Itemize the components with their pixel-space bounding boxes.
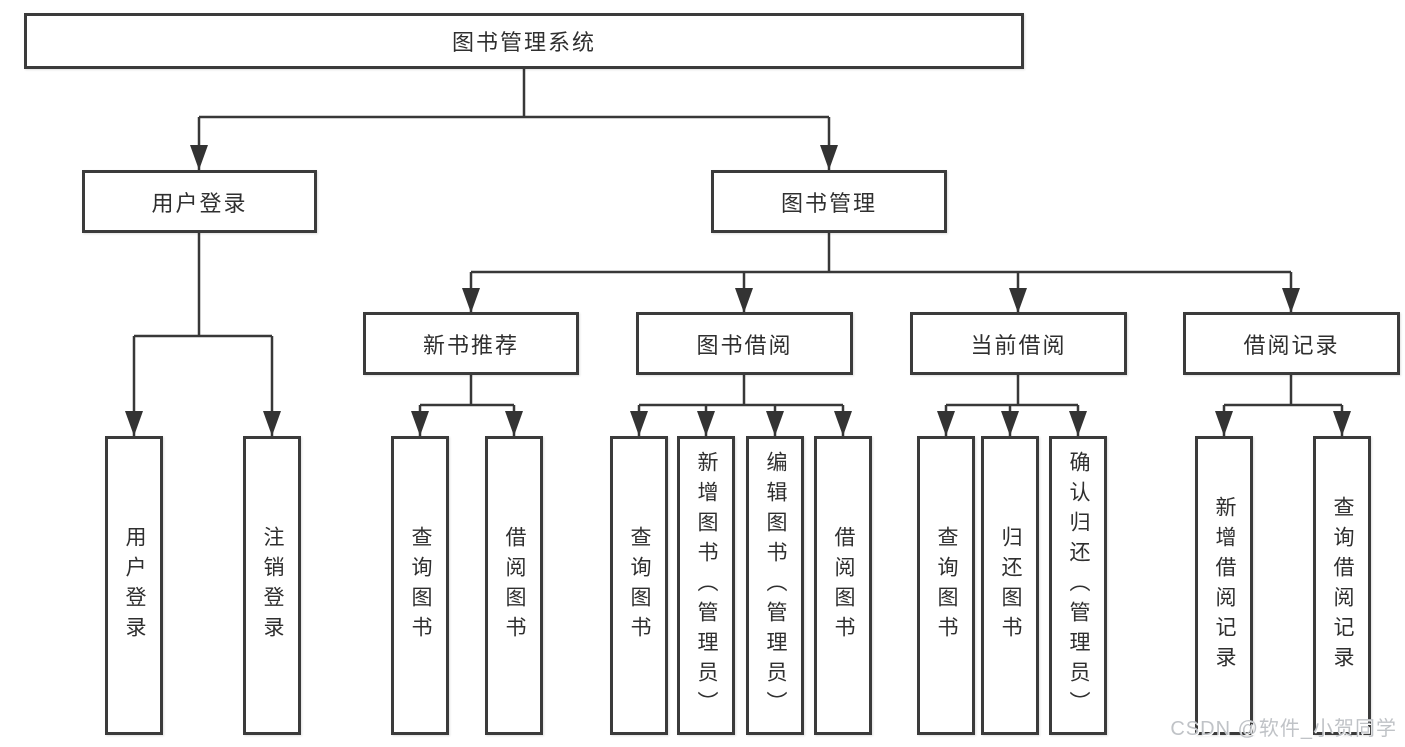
leaf-query-books-newbook: 查询图书 (391, 436, 449, 735)
leaf-borrow-books-borrowing: 借阅图书 (814, 436, 872, 735)
leaf-add-borrow-record: 新增借阅记录 (1195, 436, 1253, 735)
arrow-icon (735, 288, 753, 313)
leaf-confirm-return-admin: 确认归还（管理员） (1049, 436, 1107, 735)
node-borrowing-records: 借阅记录 (1183, 312, 1400, 375)
arrow-icon (1333, 411, 1351, 436)
arrow-icon (1215, 411, 1233, 436)
arrow-icon (697, 411, 715, 436)
arrow-icon (1009, 288, 1027, 313)
node-user-login: 用户登录 (82, 170, 317, 233)
arrow-icon (411, 411, 429, 436)
node-root: 图书管理系统 (24, 13, 1024, 69)
arrowheads (125, 145, 1351, 436)
arrow-icon (505, 411, 523, 436)
leaf-logout: 注销登录 (243, 436, 301, 735)
arrow-icon (263, 411, 281, 436)
leaf-query-books-current: 查询图书 (917, 436, 975, 735)
arrow-icon (766, 411, 784, 436)
leaf-return-books: 归还图书 (981, 436, 1039, 735)
arrow-icon (462, 288, 480, 313)
leaf-query-books-borrowing: 查询图书 (610, 436, 668, 735)
leaf-user-login: 用户登录 (105, 436, 163, 735)
arrow-icon (820, 145, 838, 170)
arrow-icon (630, 411, 648, 436)
node-book-management: 图书管理 (711, 170, 947, 233)
node-current-borrowing: 当前借阅 (910, 312, 1127, 375)
leaf-query-borrow-record: 查询借阅记录 (1313, 436, 1371, 735)
watermark: CSDN @软件_小贺同学 (1170, 718, 1397, 740)
arrow-icon (125, 411, 143, 436)
leaf-borrow-books-newbook: 借阅图书 (485, 436, 543, 735)
leaf-edit-books-admin: 编辑图书（管理员） (746, 436, 804, 735)
arrow-icon (190, 145, 208, 170)
node-new-book-recommend: 新书推荐 (363, 312, 579, 375)
arrow-icon (1282, 288, 1300, 313)
arrow-icon (937, 411, 955, 436)
arrow-icon (834, 411, 852, 436)
node-book-borrowing: 图书借阅 (636, 312, 853, 375)
leaf-add-books-admin: 新增图书（管理员） (677, 436, 735, 735)
arrow-icon (1001, 411, 1019, 436)
arrow-icon (1069, 411, 1087, 436)
